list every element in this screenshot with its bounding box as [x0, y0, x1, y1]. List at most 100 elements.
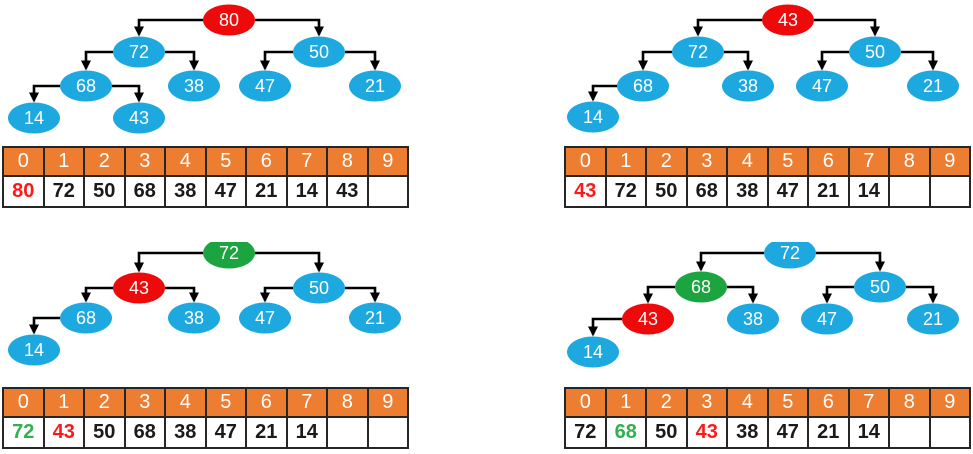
- tree-node-label: 43: [129, 108, 149, 128]
- tree-node-43: 43: [113, 272, 165, 304]
- array-value-cell: 47: [766, 175, 809, 208]
- tree-edge-arrow: [906, 285, 938, 304]
- tree-node-ellipse: [239, 302, 291, 334]
- tree-node-ellipse: [727, 303, 779, 335]
- tree-node-72: 72: [203, 242, 255, 269]
- tree-node-ellipse: [567, 101, 619, 133]
- tree-edge-arrow: [81, 286, 113, 303]
- array-index-cell: 6: [245, 146, 288, 177]
- tree-node-68: 68: [617, 70, 669, 102]
- array-value-cell: 14: [285, 175, 328, 208]
- array-index-cell: 5: [204, 387, 247, 418]
- tree-node-ellipse: [349, 70, 401, 102]
- tree-edge-arrow: [255, 251, 324, 273]
- tree-node-label: 47: [255, 308, 275, 328]
- array-index-cell: 1: [604, 146, 647, 177]
- tree-node-label: 43: [638, 309, 658, 329]
- tree-edge-arrow: [901, 50, 938, 71]
- array-value-cell: 38: [726, 416, 769, 449]
- array-index-cell: 4: [726, 387, 769, 418]
- tree-node-43: 43: [113, 102, 165, 134]
- tree-node-ellipse: [60, 70, 112, 102]
- tree-node-label: 50: [309, 42, 329, 62]
- array-index-cell: 4: [726, 146, 769, 177]
- array-value-cell: 43: [685, 416, 728, 449]
- tree-node-38: 38: [168, 70, 220, 102]
- array-index-cell: 2: [83, 146, 126, 177]
- array-value-cell: 43: [564, 175, 607, 208]
- tree-node-80: 80: [203, 4, 255, 36]
- array-index-cell: 3: [685, 387, 728, 418]
- tree-node-43: 43: [762, 4, 814, 36]
- array-value-cell: 43: [326, 175, 369, 208]
- tree-edge-arrow: [588, 317, 622, 337]
- array-value-cell: 68: [123, 175, 166, 208]
- array-value-cell: 68: [685, 175, 728, 208]
- tree-node-label: 72: [688, 42, 708, 62]
- tree-node-label: 38: [184, 76, 204, 96]
- tree-node-label: 72: [780, 243, 800, 263]
- tree-edge-arrow: [345, 50, 380, 71]
- tree-node-ellipse: [168, 302, 220, 334]
- array-index-cell: 4: [164, 146, 207, 177]
- tree-node-ellipse: [762, 4, 814, 36]
- tree-node-label: 38: [738, 76, 758, 96]
- array-value-cell: 72: [564, 416, 607, 449]
- tree-node-label: 68: [633, 76, 653, 96]
- array-value-cell: 21: [807, 175, 850, 208]
- array-index-cell: 6: [807, 387, 850, 418]
- tree-node-label: 47: [817, 309, 837, 329]
- tree-node-label: 68: [76, 76, 96, 96]
- tree-node-68: 68: [60, 302, 112, 334]
- tree-node-ellipse: [349, 302, 401, 334]
- tree-node-50: 50: [293, 272, 345, 304]
- tree-node-ellipse: [293, 272, 345, 304]
- array-index-cell: 8: [326, 146, 369, 177]
- array-index-cell: 9: [928, 146, 971, 177]
- array-index-cell: 9: [366, 146, 409, 177]
- array-index-cell: 6: [245, 387, 288, 418]
- array-index-cell: 2: [645, 387, 688, 418]
- tree-edge-arrow: [696, 251, 764, 272]
- array-value-cell: 50: [645, 416, 688, 449]
- array-index-cell: 7: [285, 146, 328, 177]
- tree-node-21: 21: [349, 70, 401, 102]
- array-value-cell: 21: [807, 416, 850, 449]
- tree-node-label: 14: [24, 108, 44, 128]
- tree-node-47: 47: [796, 70, 848, 102]
- array-index-cell: 9: [366, 387, 409, 418]
- array-index-cell: 5: [766, 387, 809, 418]
- tree-node-label: 14: [24, 340, 44, 360]
- tree-node-label: 72: [129, 42, 149, 62]
- tree-node-ellipse: [622, 303, 674, 335]
- tree-node-ellipse: [617, 70, 669, 102]
- array-value-cell: [888, 416, 931, 449]
- tree-node-label: 68: [76, 308, 96, 328]
- array-index-cell: 0: [2, 146, 45, 177]
- tree-node-ellipse: [8, 334, 60, 366]
- tree-node-ellipse: [567, 336, 619, 368]
- tree-node-ellipse: [907, 70, 959, 102]
- array-index-cell: 5: [204, 146, 247, 177]
- tree-node-label: 47: [255, 76, 275, 96]
- tree-node-68: 68: [675, 271, 727, 303]
- array-index-cell: 3: [123, 146, 166, 177]
- tree-node-label: 50: [309, 278, 329, 298]
- tree-node-label: 43: [129, 278, 149, 298]
- array-value-cell: [366, 416, 409, 449]
- tree-node-ellipse: [907, 303, 959, 335]
- array-value-cell: 80: [2, 175, 45, 208]
- array-index-cell: 7: [847, 146, 890, 177]
- tree-node-50: 50: [854, 271, 906, 303]
